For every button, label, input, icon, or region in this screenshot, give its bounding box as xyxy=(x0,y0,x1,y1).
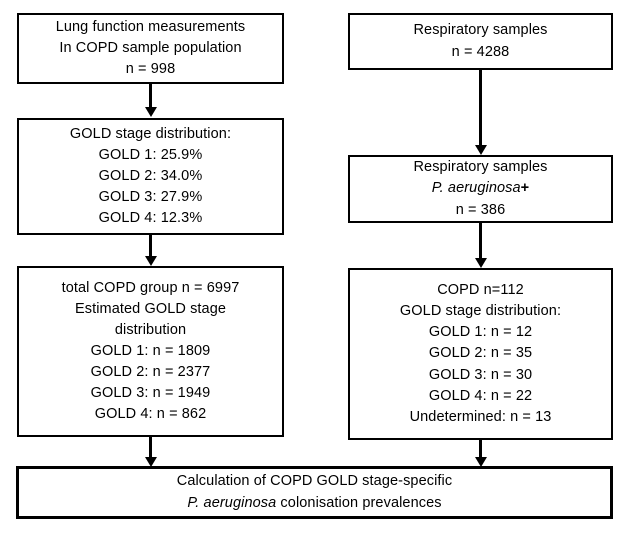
box-respiratory-samples-pa-positive: Respiratory samples P. aeruginosa+ n = 3… xyxy=(348,155,613,223)
box-line: In COPD sample population xyxy=(59,39,242,56)
arrow-left-2-to-3 xyxy=(17,235,284,266)
box-line: GOLD 1: n = 12 xyxy=(428,324,533,341)
arrow-head-icon xyxy=(144,256,157,266)
species-name: P. aeruginosa xyxy=(431,180,521,197)
box-line: n = 386 xyxy=(455,201,506,218)
box-line: Estimated GOLD stage xyxy=(74,300,227,317)
box-line: GOLD 2: n = 2377 xyxy=(90,364,211,380)
box-line: Respiratory samples xyxy=(413,22,548,39)
box-line: total COPD group n = 6997 xyxy=(61,279,240,296)
box-copd-pa-positive-gold-distribution: COPD n=112 GOLD stage distribution: GOLD… xyxy=(348,268,613,440)
box-line: Respiratory samples xyxy=(413,159,548,176)
arrow-head-icon xyxy=(144,107,157,117)
box-gold-stage-distribution: GOLD stage distribution: GOLD 1: 25.9% G… xyxy=(17,118,284,235)
box-line-species: P. aeruginosa+ xyxy=(432,178,530,199)
box-line: n = 998 xyxy=(125,61,176,77)
box-line: GOLD stage distribution: xyxy=(399,303,562,320)
box-total-copd-group-estimated: total COPD group n = 6997 Estimated GOLD… xyxy=(17,266,284,437)
box-line: GOLD stage distribution: xyxy=(69,125,232,142)
box-line: GOLD 4: n = 22 xyxy=(428,387,533,404)
box-line: Lung function measurements xyxy=(55,18,246,35)
arrow-stem xyxy=(479,223,482,259)
box-line: GOLD 1: n = 1809 xyxy=(90,342,211,359)
box-line-species: P. aeruginosa colonisation prevalences xyxy=(187,493,441,514)
box-line: Calculation of COPD GOLD stage-specific xyxy=(176,473,453,490)
arrow-head-icon xyxy=(144,457,157,467)
arrow-stem xyxy=(479,70,482,146)
arrow-head-icon xyxy=(474,145,487,155)
arrow-left-3-to-bottom xyxy=(17,437,284,467)
box-line: GOLD 1: 25.9% xyxy=(98,146,203,163)
box-line: GOLD 3: n = 30 xyxy=(428,366,533,383)
box-line: n = 4288 xyxy=(451,43,510,60)
box-line: Undetermined: n = 13 xyxy=(409,408,552,425)
box-lung-function-measurements: Lung function measurements In COPD sampl… xyxy=(17,13,284,84)
box-respiratory-samples-total: Respiratory samples n = 4288 xyxy=(348,13,613,70)
arrow-stem xyxy=(479,440,482,458)
box-line: GOLD 3: n = 1949 xyxy=(90,385,211,402)
box-line: GOLD 4: n = 862 xyxy=(94,406,207,423)
arrow-right-3-to-bottom xyxy=(348,440,613,467)
box-line: GOLD 2: 34.0% xyxy=(98,167,203,184)
box-line: distribution xyxy=(114,321,187,338)
box-calculation-of-prevalences: Calculation of COPD GOLD stage-specific … xyxy=(16,466,613,519)
arrow-head-icon xyxy=(474,457,487,467)
arrow-left-1-to-2 xyxy=(17,84,284,117)
box-line: GOLD 4: 12.3% xyxy=(98,210,203,227)
pa-positive-sign: + xyxy=(520,180,530,197)
arrow-head-icon xyxy=(474,258,487,268)
box-line: GOLD 3: 27.9% xyxy=(98,189,203,205)
arrow-right-1-to-2 xyxy=(348,70,613,155)
arrow-stem xyxy=(149,437,152,458)
box-line: GOLD 2: n = 35 xyxy=(428,345,533,362)
arrow-stem xyxy=(149,84,152,108)
arrow-stem xyxy=(149,235,152,257)
species-name: P. aeruginosa xyxy=(187,494,277,511)
arrow-right-2-to-3 xyxy=(348,223,613,268)
box-line: COPD n=112 xyxy=(437,282,524,299)
box-line-rest: colonisation prevalences xyxy=(276,494,442,511)
